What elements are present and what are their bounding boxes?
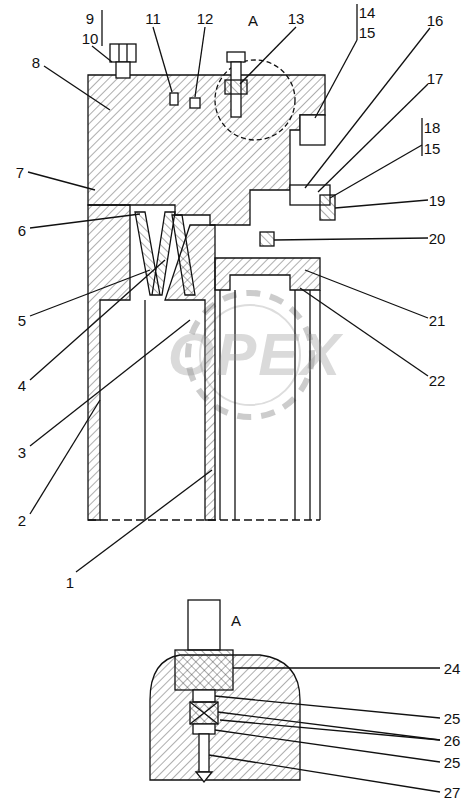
callout-number: 8 — [32, 55, 40, 70]
callout-number: 25 — [444, 711, 461, 726]
callout-number: 16 — [427, 13, 444, 28]
callout-number: A — [248, 13, 258, 28]
callout-number: 3 — [18, 445, 26, 460]
callout-number: 27 — [444, 785, 461, 800]
callout-number: 12 — [197, 11, 214, 26]
callout-number: 21 — [429, 313, 446, 328]
callout-number: 15 — [424, 141, 441, 156]
callout-number: 22 — [429, 373, 446, 388]
callout-number: 2 — [18, 513, 26, 528]
callout-number: 24 — [444, 661, 461, 676]
callout-number: 15 — [359, 25, 376, 40]
callout-number: 4 — [18, 378, 26, 393]
callout-number: 14 — [359, 5, 376, 20]
callout-number: 19 — [429, 193, 446, 208]
callout-number: 11 — [145, 11, 161, 26]
callout-number: 6 — [18, 223, 26, 238]
callout-number: 1 — [66, 575, 74, 590]
callout-number: 25 — [444, 755, 461, 770]
callout-number: A — [231, 613, 241, 628]
callout-number: 17 — [427, 71, 444, 86]
callout-number: 10 — [82, 31, 99, 46]
callout-number: 5 — [18, 313, 26, 328]
callout-number: 20 — [429, 231, 446, 246]
watermark: OPEX — [168, 325, 343, 385]
callout-number: 13 — [288, 11, 305, 26]
callout-number: 26 — [444, 733, 461, 748]
callout-number: 9 — [86, 11, 94, 26]
callout-number: 7 — [16, 165, 24, 180]
callout-number: 18 — [424, 120, 441, 135]
